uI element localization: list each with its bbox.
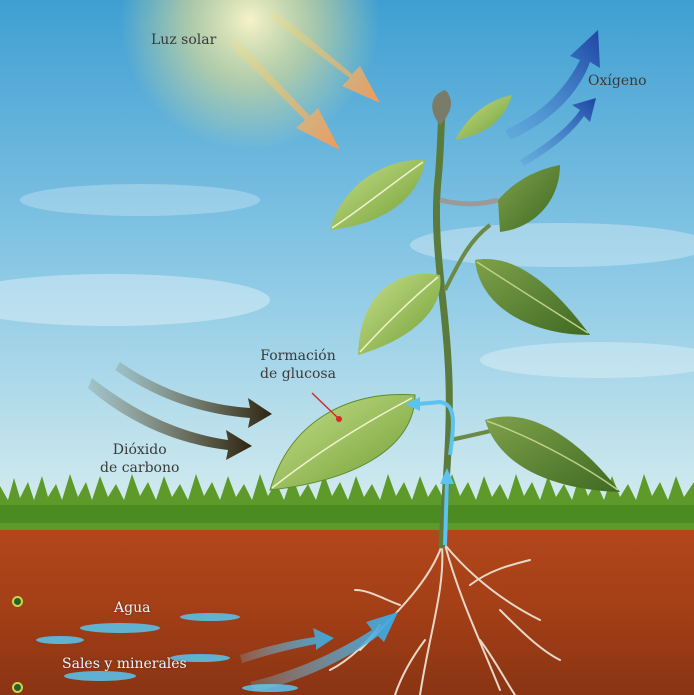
glucose-label-line1: Formación: [260, 347, 336, 365]
co2-label-line2: de carbono: [100, 459, 179, 477]
grass-base: [0, 505, 694, 523]
page-marker: [12, 596, 23, 607]
cloud: [20, 184, 260, 216]
glucose-label-line2: de glucosa: [260, 365, 336, 383]
water-label: Agua: [114, 599, 150, 617]
glucose-label: Formación de glucosa: [260, 347, 336, 383]
salts-minerals-label: Sales y minerales: [62, 655, 187, 673]
co2-label: Dióxido de carbono: [100, 441, 179, 477]
sunlight-label: Luz solar: [151, 31, 216, 49]
sap-arrow: [445, 480, 447, 545]
page-marker: [12, 682, 23, 693]
glucose-pointer-dot: [336, 416, 342, 422]
oxygen-label: Oxígeno: [588, 72, 647, 90]
co2-label-line1: Dióxido: [100, 441, 179, 459]
